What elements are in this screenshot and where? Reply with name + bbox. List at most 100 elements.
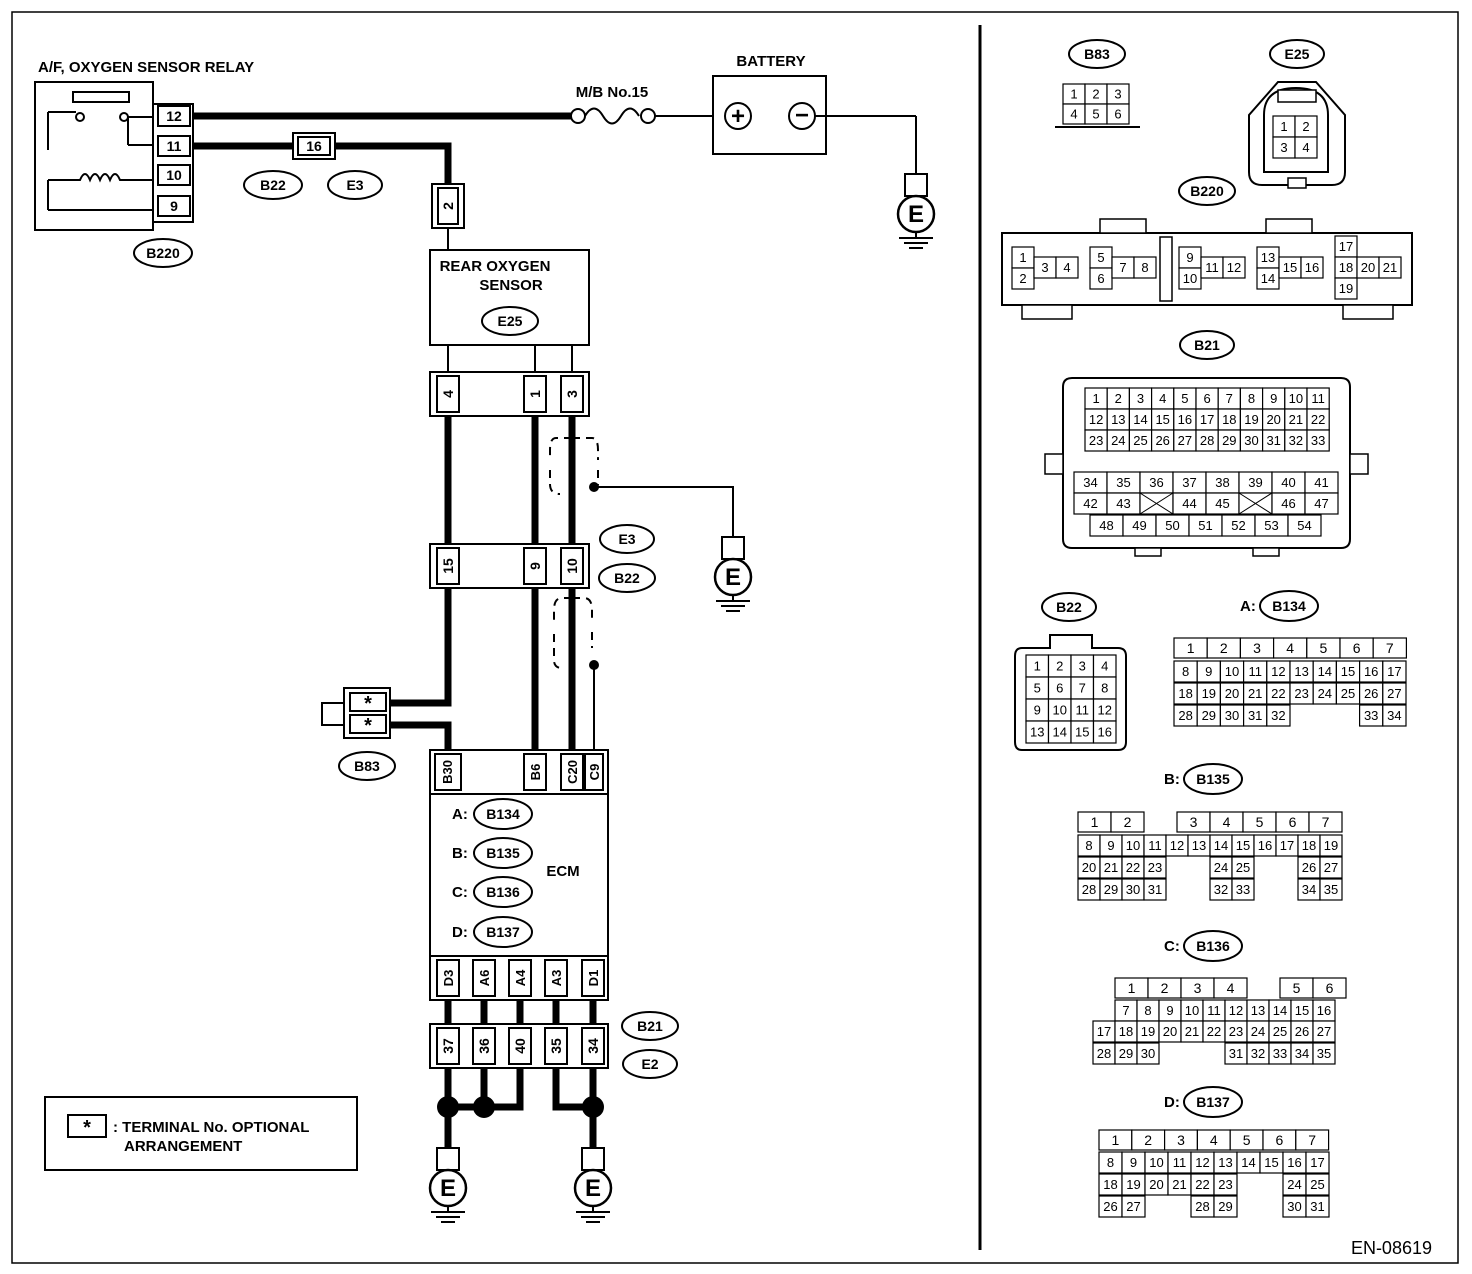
pin-number: 29 [1104, 882, 1118, 897]
pin-cell [1305, 1151, 1330, 1174]
pin-number: 28 [1097, 1046, 1111, 1061]
pin-number: 33 [1236, 882, 1250, 897]
pin-number: 40 [1281, 475, 1295, 490]
pin-cell [1382, 704, 1407, 727]
sensor-pin-label: 3 [564, 390, 580, 398]
pin-number: 39 [1248, 475, 1262, 490]
pin-number: 29 [1222, 433, 1236, 448]
pin-cell [1110, 811, 1145, 833]
pin-number: 6 [1276, 1132, 1284, 1148]
ground-symbol: E [713, 535, 753, 613]
pin-number: 10 [1126, 838, 1140, 853]
shield-symbol [549, 437, 599, 495]
pin-number: 1 [1091, 814, 1099, 830]
pin-number: 10 [1225, 664, 1239, 679]
pin-number: 31 [1248, 708, 1262, 723]
pin-number: 16 [1098, 725, 1112, 740]
ecm-pin-label: D3 [441, 970, 456, 987]
view-prefix: D: [1164, 1094, 1180, 1111]
pin-number: 17 [1387, 664, 1401, 679]
view-code: E25 [1285, 46, 1310, 62]
pin-number: 17 [1280, 838, 1294, 853]
pin-number: 21 [1172, 1177, 1186, 1192]
pin-number: 41 [1314, 475, 1328, 490]
battery-plus-icon [724, 102, 752, 130]
pin-number: 8 [1107, 1155, 1114, 1170]
pin-number: 6 [1203, 391, 1210, 406]
connector-tag-label: B22 [614, 570, 640, 586]
ecm-connector-prefix: C: [452, 884, 468, 901]
inline-pin-label: 16 [306, 138, 322, 154]
ground-pin-label: 36 [476, 1038, 492, 1054]
ecm-label: ECM [546, 863, 579, 880]
ground-symbol: E [428, 1146, 468, 1224]
pin-number: 3 [1280, 140, 1287, 155]
fuse-terminal [640, 108, 656, 124]
pin-number: 2 [1144, 1132, 1152, 1148]
pin-number: 16 [1178, 412, 1192, 427]
ecm-connector-list: A: B134 B: B135 C: B136 D: B137 [452, 798, 533, 948]
pin-number: 25 [1310, 1177, 1324, 1192]
pin-number: 11 [1248, 664, 1262, 679]
pin-number: 1 [1128, 980, 1136, 996]
pin-cell [1092, 720, 1117, 744]
pin-number: 12 [1271, 664, 1285, 679]
pin-number: 14 [1318, 664, 1332, 679]
pin-number: 11 [1148, 838, 1162, 853]
pin-number: 21 [1383, 260, 1397, 275]
pin-number: 33 [1273, 1046, 1287, 1061]
pin-cell [1300, 256, 1324, 279]
pin-number: 2 [1302, 119, 1309, 134]
pin-number: 31 [1148, 882, 1162, 897]
pin-number: 1 [1034, 659, 1041, 674]
pin-number: 4 [1210, 1132, 1218, 1148]
pin-number: 18 [1339, 260, 1353, 275]
pin-number: 35 [1116, 475, 1130, 490]
pin-cell [1319, 878, 1343, 901]
pin-number: 32 [1214, 882, 1228, 897]
relay-pin-label: 11 [167, 138, 182, 154]
pin-number: 3 [1190, 814, 1198, 830]
pin-cell [1319, 856, 1343, 879]
pin-number: 21 [1104, 860, 1118, 875]
pin-number: 15 [1264, 1155, 1278, 1170]
pin-number: 31 [1266, 433, 1280, 448]
pin-number: 5 [1256, 814, 1264, 830]
pin-number: 1 [1112, 1132, 1120, 1148]
connector-tag [599, 524, 655, 554]
pin-number: 17 [1310, 1155, 1324, 1170]
ecm-connector-code: B134 [486, 806, 520, 822]
pin-number: 24 [1214, 860, 1228, 875]
pin-cell [1304, 492, 1339, 515]
pin-number: 30 [1287, 1199, 1301, 1214]
pin-number: 23 [1148, 860, 1162, 875]
ecm-pin-label: A3 [549, 970, 564, 987]
view-prefix: A: [1240, 598, 1256, 615]
pin-number: 15 [1075, 725, 1089, 740]
connector-tag [243, 170, 303, 200]
pin-number: 21 [1185, 1024, 1199, 1039]
connector-tag [338, 751, 396, 781]
battery-minus-sign: − [795, 102, 809, 129]
pin-number: 22 [1311, 412, 1325, 427]
pin-number: 11 [1076, 703, 1090, 718]
pin-number: 22 [1271, 686, 1285, 701]
pin-number: 45 [1215, 496, 1229, 511]
pin-cell [1106, 103, 1130, 125]
pin-number: 31 [1229, 1046, 1243, 1061]
connector-tag-label: B22 [260, 177, 286, 193]
legend-symbol: * [83, 1117, 91, 1139]
pin-number: 23 [1089, 433, 1103, 448]
pin-number: 8 [1141, 260, 1148, 275]
pin-number: 35 [1324, 882, 1338, 897]
pin-number: 18 [1103, 1177, 1117, 1192]
pin-cell [1312, 977, 1347, 999]
pin-number: 20 [1163, 1024, 1177, 1039]
pin-number: 9 [1107, 838, 1114, 853]
battery-label: BATTERY [736, 53, 805, 70]
pin-number: 20 [1361, 260, 1375, 275]
